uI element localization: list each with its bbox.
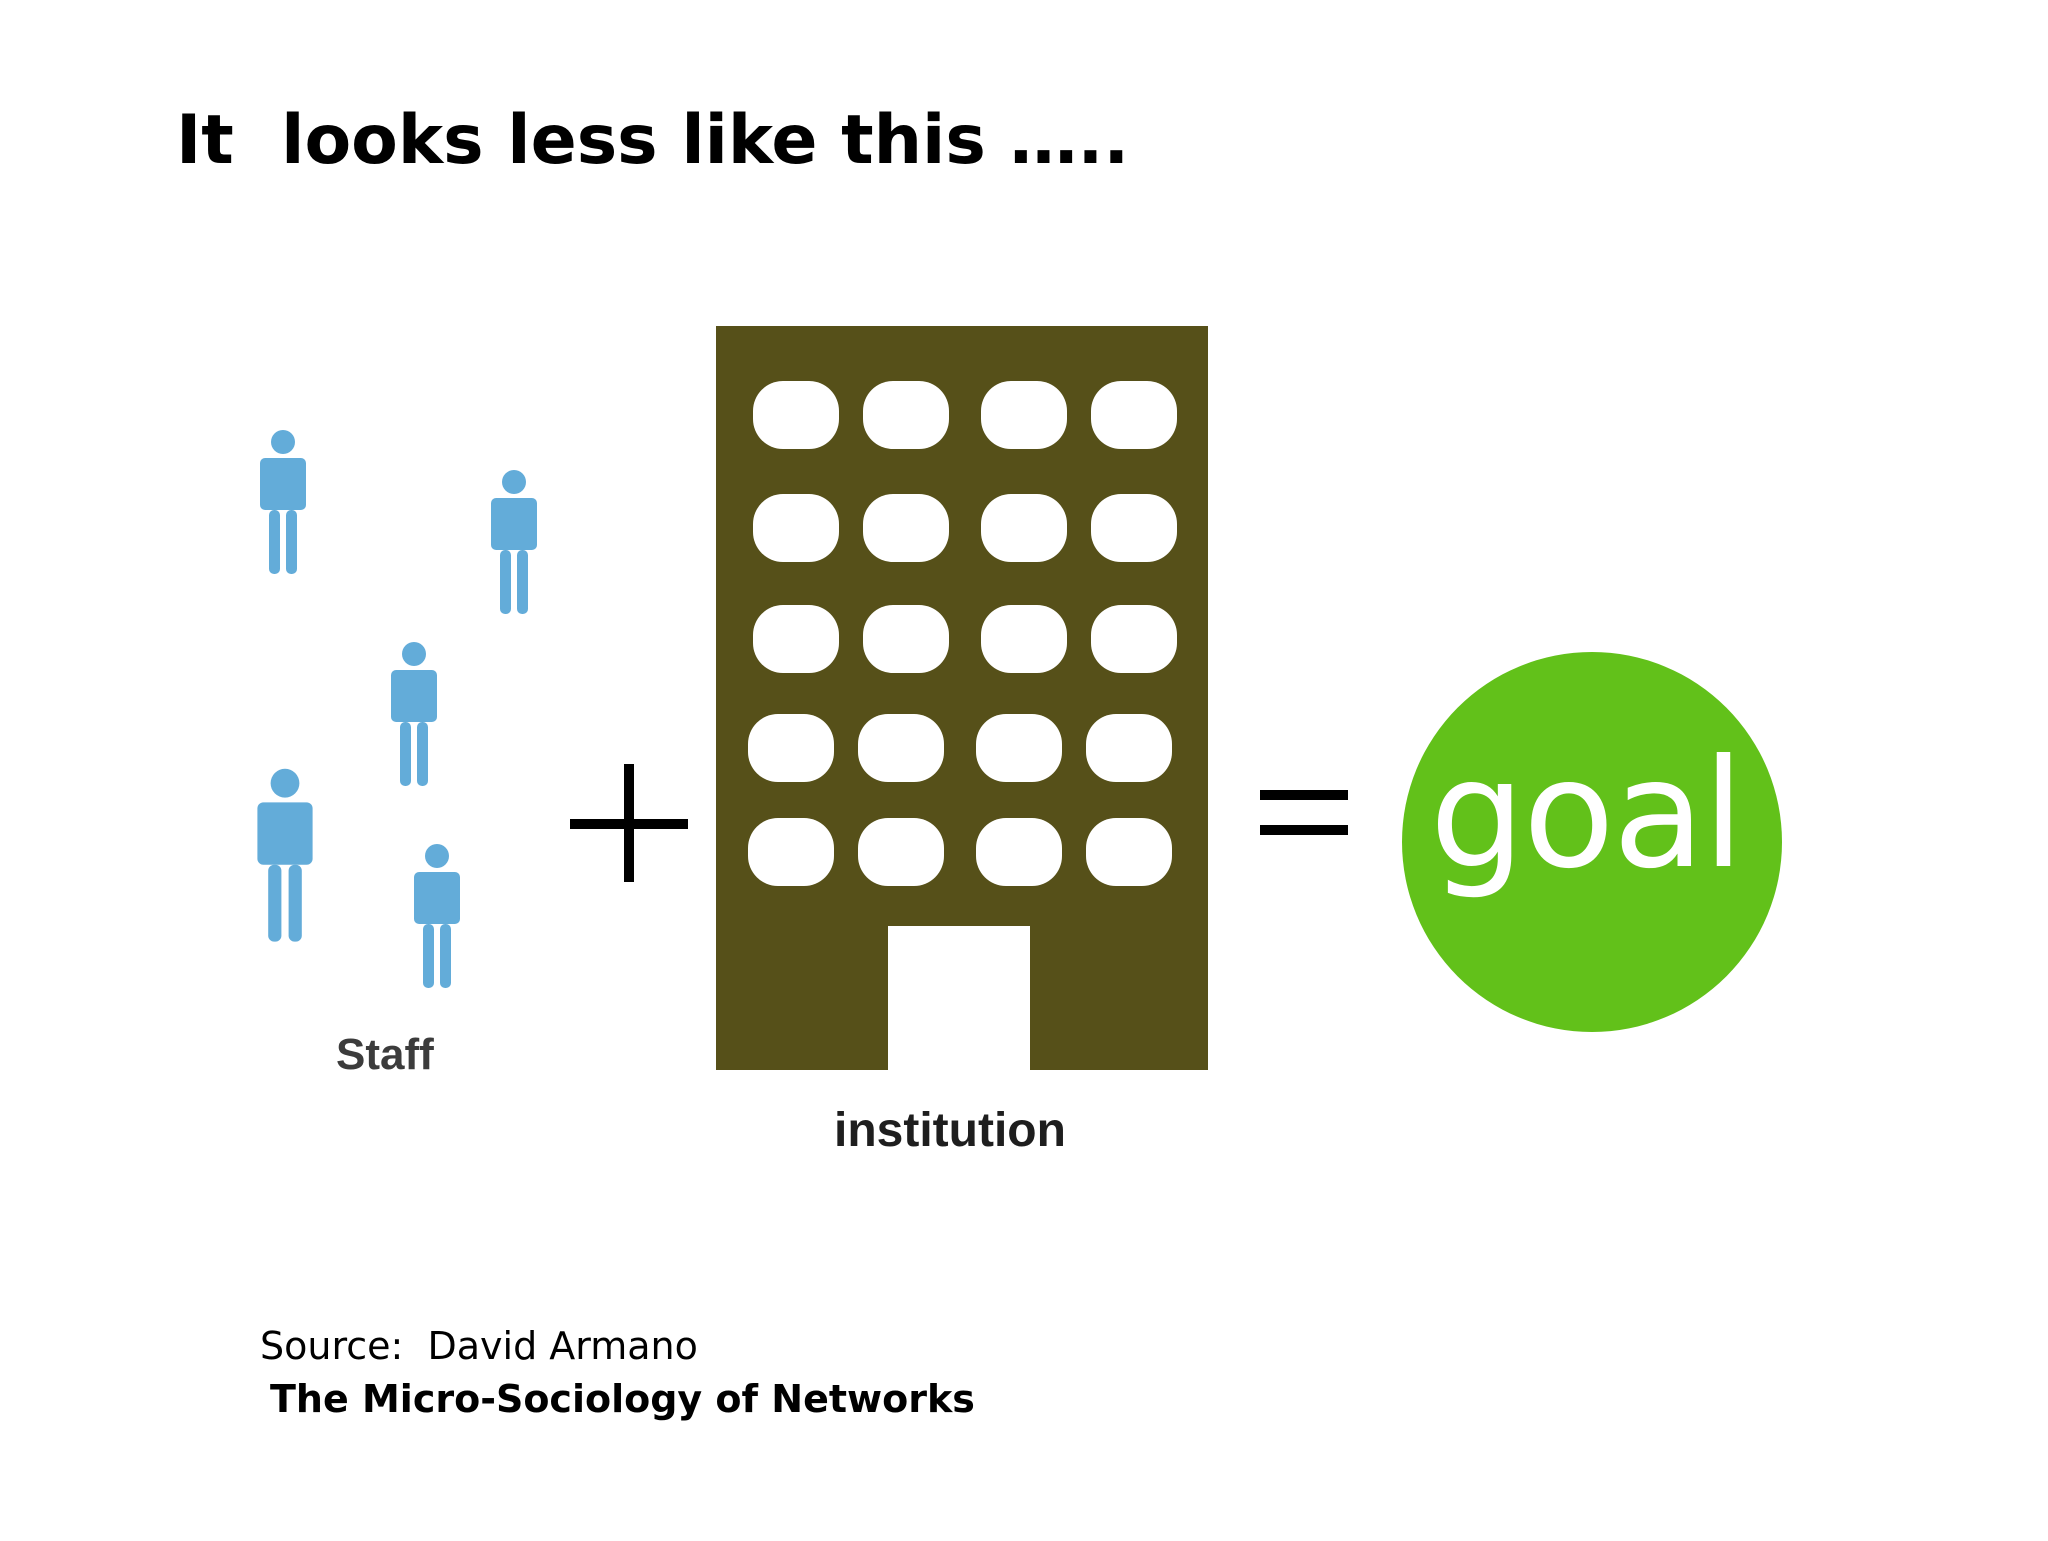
- person-icon: [391, 642, 437, 786]
- source-title: The Micro-Sociology of Networks: [270, 1377, 975, 1422]
- building-icon: [716, 326, 1208, 1072]
- person-icon: [257, 768, 313, 942]
- slide-title: It looks less like this …..: [176, 101, 1130, 180]
- equals-icon: [1260, 790, 1348, 835]
- person-icon: [491, 470, 537, 614]
- person-icon: [260, 430, 306, 574]
- staff-group: [257, 430, 537, 988]
- staff-label: Staff: [336, 1030, 434, 1079]
- person-icon: [414, 844, 460, 988]
- door: [888, 926, 1030, 1072]
- source-line: Source: David Armano: [260, 1324, 698, 1368]
- goal-label: goal: [1429, 728, 1745, 902]
- institution-label: institution: [834, 1104, 1066, 1157]
- plus-icon: [570, 764, 688, 882]
- windows: [748, 381, 1177, 886]
- source-citation: Source: David Armano The Micro-Sociology…: [260, 1320, 975, 1426]
- goal-circle: [1402, 652, 1782, 1032]
